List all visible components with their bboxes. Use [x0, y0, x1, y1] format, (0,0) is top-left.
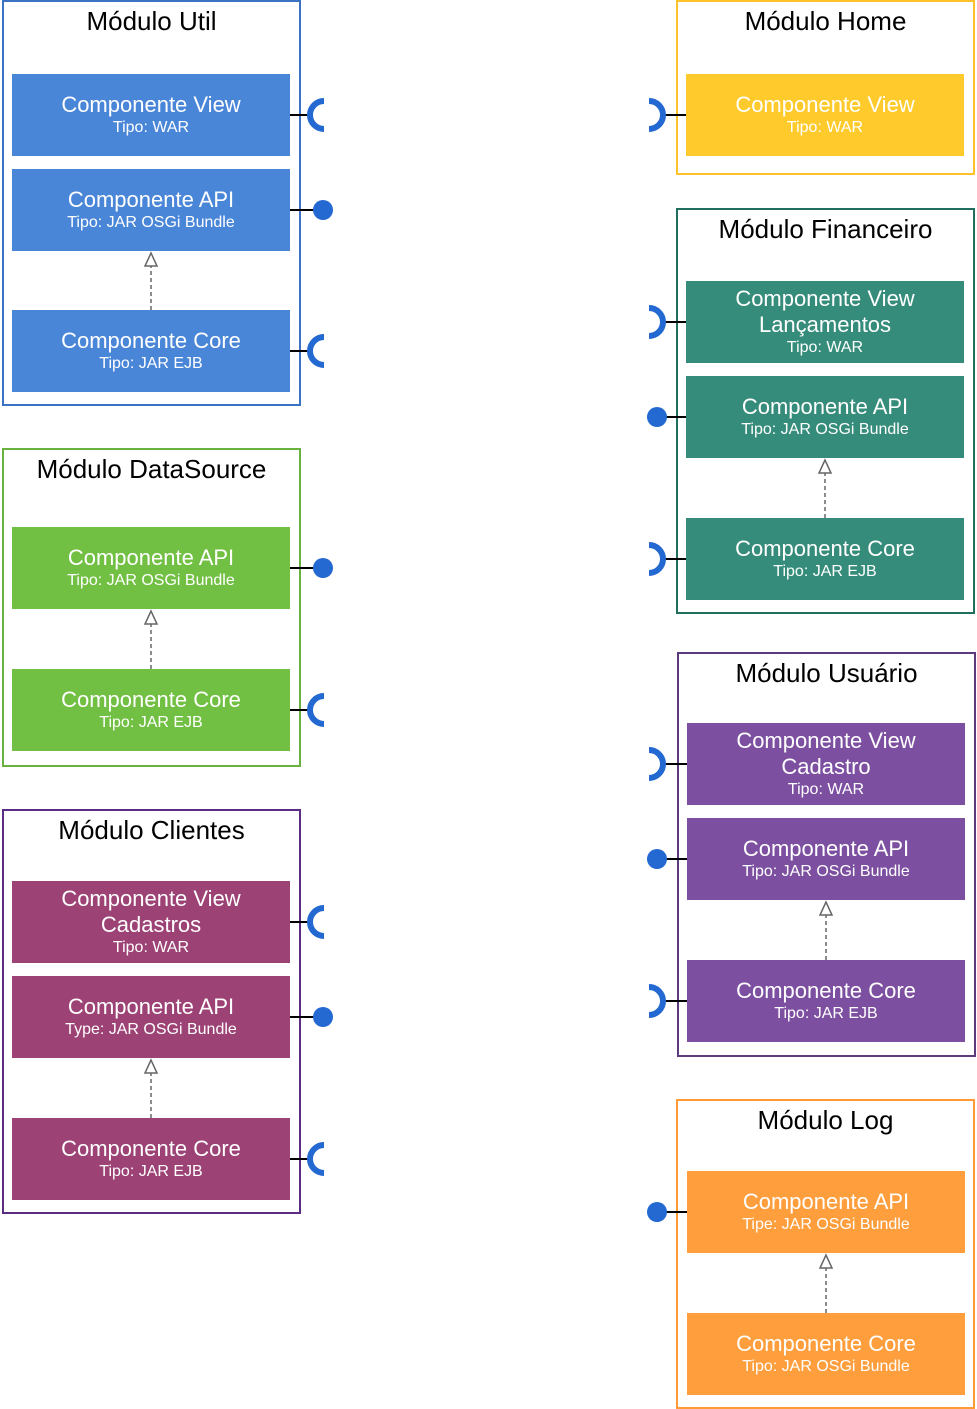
component-name: Componente View	[735, 92, 915, 117]
component-name: Componente View	[735, 286, 915, 311]
component-subname: Lançamentos	[758, 312, 892, 337]
component-box[interactable]: Componente API Tipe: JAR OSGi Bundle	[687, 1171, 965, 1253]
component-type: Tipo: JAR EJB	[773, 563, 877, 580]
component-type: Tipo: JAR OSGi Bundle	[67, 214, 235, 231]
component-type: Tipe: JAR OSGi Bundle	[742, 1216, 910, 1233]
component-type: Tipo: JAR OSGi Bundle	[741, 421, 909, 438]
provided-interface-ball	[313, 558, 333, 578]
component-name: Componente Core	[736, 978, 916, 1003]
component-type: Tipo: JAR EJB	[99, 355, 203, 372]
component-type: Tipo: JAR OSGi Bundle	[742, 863, 910, 880]
module-title: Módulo Util	[86, 6, 217, 36]
component-type: Tipo: WAR	[787, 781, 865, 798]
component-type: Tipo: JAR EJB	[99, 1163, 203, 1180]
required-interface-socket	[648, 747, 666, 781]
component-type: Tipo: JAR OSGi Bundle	[742, 1358, 910, 1375]
required-interface-socket	[307, 1142, 325, 1176]
required-interface-socket	[307, 334, 325, 368]
component-name: Componente View	[736, 728, 916, 753]
component-box[interactable]: Componente API Tipo: JAR OSGi Bundle	[12, 527, 290, 609]
provided-interface-ball	[647, 1202, 667, 1222]
component-type: Tipo: WAR	[112, 939, 190, 956]
component-subname: Cadastros	[100, 912, 202, 937]
component-name: Componente API	[741, 394, 909, 419]
component-name: Componente Core	[61, 328, 241, 353]
required-interface-socket	[648, 98, 666, 132]
component-name: Componente Core	[61, 1136, 241, 1161]
component-name: Componente API	[742, 836, 910, 861]
component-subname: Cadastro	[781, 754, 871, 779]
provided-interface-ball	[647, 407, 667, 427]
component-name: Componente API	[67, 545, 235, 570]
module-title: Módulo Home	[744, 6, 907, 36]
module-title: Módulo DataSource	[36, 454, 267, 484]
component-type: Type: JAR OSGi Bundle	[65, 1021, 237, 1038]
provided-interface-ball	[313, 200, 333, 220]
component-name: Componente Core	[736, 1331, 916, 1356]
required-interface-socket	[648, 305, 666, 339]
required-interface-socket	[307, 98, 325, 132]
provided-interface-ball	[313, 1007, 333, 1027]
module-title: Módulo Clientes	[58, 815, 245, 845]
component-box[interactable]: Componente API Type: JAR OSGi Bundle	[12, 976, 290, 1058]
required-interface-socket	[648, 984, 666, 1018]
component-type: Tipo: JAR EJB	[99, 714, 203, 731]
required-interface-socket	[307, 905, 325, 939]
component-name: Componente API	[67, 187, 235, 212]
required-interface-socket	[307, 693, 325, 727]
component-box[interactable]: Componente API Tipo: JAR OSGi Bundle	[12, 169, 290, 251]
component-name: Componente Core	[735, 536, 915, 561]
component-name: Componente View	[61, 92, 241, 117]
component-type: Tipo: JAR EJB	[774, 1005, 878, 1022]
component-box[interactable]: Componente API Tipo: JAR OSGi Bundle	[687, 818, 965, 900]
component-name: Componente API	[742, 1189, 910, 1214]
component-type: Tipo: WAR	[786, 339, 864, 356]
module-title: Módulo Usuário	[735, 658, 918, 688]
module-title: Módulo Financeiro	[718, 214, 933, 244]
required-interface-socket	[648, 542, 666, 576]
component-box[interactable]: Componente API Tipo: JAR OSGi Bundle	[686, 376, 964, 458]
provided-interface-ball	[647, 849, 667, 869]
module-title: Módulo Log	[757, 1105, 894, 1135]
component-type: Tipo: WAR	[112, 119, 190, 136]
component-type: Tipo: WAR	[786, 119, 864, 136]
component-name: Componente Core	[61, 687, 241, 712]
component-name: Componente API	[67, 994, 235, 1019]
component-type: Tipo: JAR OSGi Bundle	[67, 572, 235, 589]
component-name: Componente View	[61, 886, 241, 911]
